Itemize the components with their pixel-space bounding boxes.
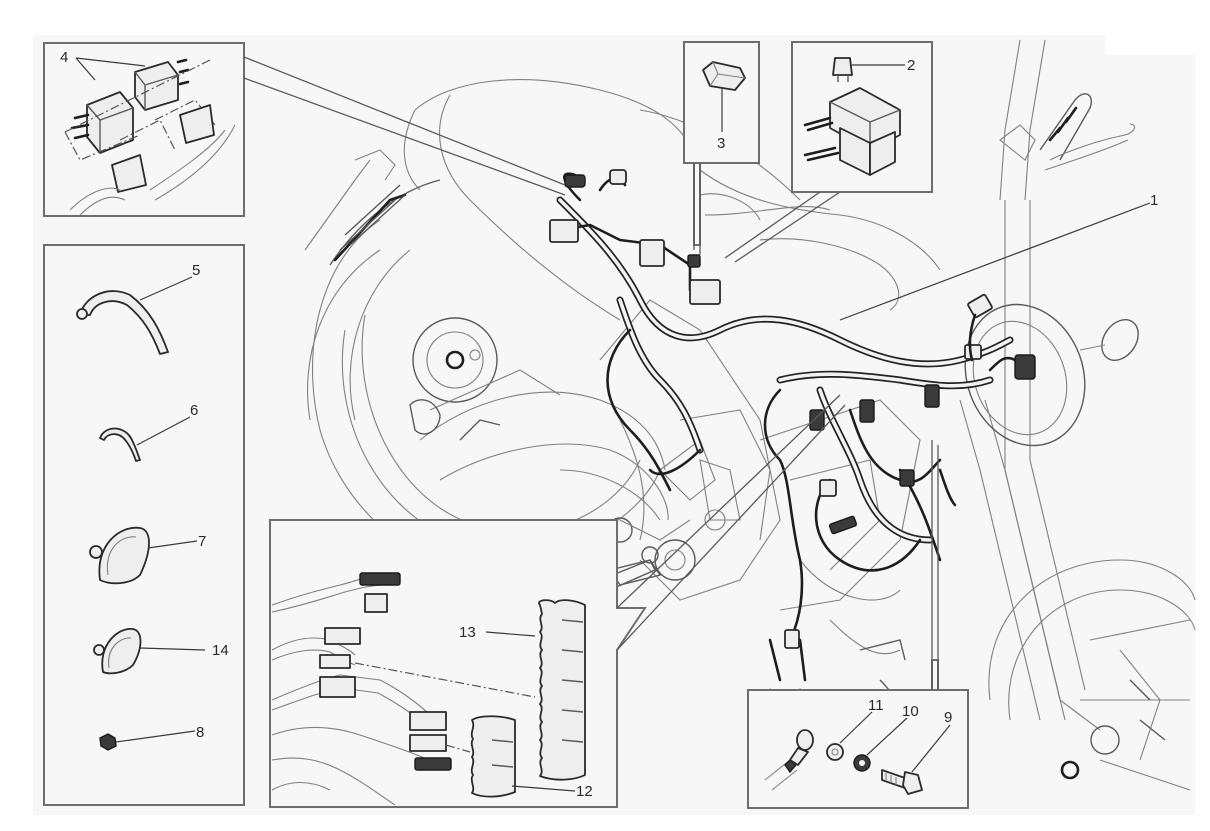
leader-10 xyxy=(866,717,908,756)
inset-leader-ground xyxy=(931,440,939,690)
connector xyxy=(319,654,351,669)
callout-group-1: 1 xyxy=(839,192,1158,321)
alignment-line xyxy=(354,662,536,698)
wiring-harness xyxy=(549,169,1036,707)
inset-leader-holders xyxy=(616,394,846,651)
connector xyxy=(359,572,401,586)
callout-11: 11 xyxy=(868,697,884,714)
part-7-clamp xyxy=(98,526,150,585)
tail-section xyxy=(304,79,701,321)
callout-12: 12 xyxy=(576,783,593,800)
inset-item-3: 3 xyxy=(683,41,760,255)
callout-7: 7 xyxy=(198,533,206,550)
part-2-fuse xyxy=(832,57,853,76)
connector xyxy=(364,593,388,613)
inset-leader-upper xyxy=(243,56,566,186)
callout-1: 1 xyxy=(1150,192,1158,209)
callout-13: 13 xyxy=(459,624,476,641)
leader-13 xyxy=(485,631,536,637)
callout-14: 14 xyxy=(212,642,229,659)
leader-1 xyxy=(839,202,1151,321)
callout-10: 10 xyxy=(902,703,919,720)
inset-clamps: 5 6 7 14 8 xyxy=(43,244,245,806)
inset-ground-bolt: 11 10 9 xyxy=(747,440,969,809)
ring-terminal xyxy=(796,729,814,751)
leader-4 xyxy=(75,57,146,81)
inset-box-clamps xyxy=(43,244,245,806)
exhaust xyxy=(409,369,669,521)
connector xyxy=(409,734,447,752)
callout-4: 4 xyxy=(60,49,68,66)
callout-5: 5 xyxy=(192,262,200,279)
leader-12 xyxy=(511,785,576,792)
inset-leader-lower xyxy=(243,77,566,196)
leader-9 xyxy=(911,724,951,773)
callout-3: 3 xyxy=(717,135,725,152)
part-9-bolt-head xyxy=(902,771,923,795)
part-8-nut xyxy=(99,733,117,751)
connector xyxy=(414,757,452,771)
front-end xyxy=(959,39,1196,791)
inset-connector-holders: 13 12 xyxy=(269,394,846,808)
leader-6 xyxy=(136,416,191,446)
inset-relays: 4 xyxy=(43,42,566,217)
part-6-cable-guide xyxy=(99,427,141,462)
part-13-connector-holder xyxy=(538,599,586,781)
leader-5 xyxy=(139,276,193,301)
part-11-washer xyxy=(826,743,844,761)
relay-left xyxy=(86,91,134,154)
inset-leader-fuse xyxy=(724,191,841,263)
callout-2: 2 xyxy=(907,57,915,74)
leader-7 xyxy=(147,540,198,549)
leader-11 xyxy=(839,711,873,744)
callout-8: 8 xyxy=(196,724,204,741)
leader-8 xyxy=(115,730,196,743)
connector xyxy=(324,627,361,645)
part-14-clamp xyxy=(101,628,142,675)
callout-6: 6 xyxy=(190,402,198,419)
callout-9: 9 xyxy=(944,709,952,726)
part-12-connector-holder xyxy=(470,715,516,798)
inset-fuse-box: 2 xyxy=(724,41,933,263)
connector xyxy=(409,711,447,731)
connector xyxy=(319,676,356,698)
part-5-cable-guide xyxy=(79,290,169,355)
leader-14 xyxy=(139,647,206,651)
